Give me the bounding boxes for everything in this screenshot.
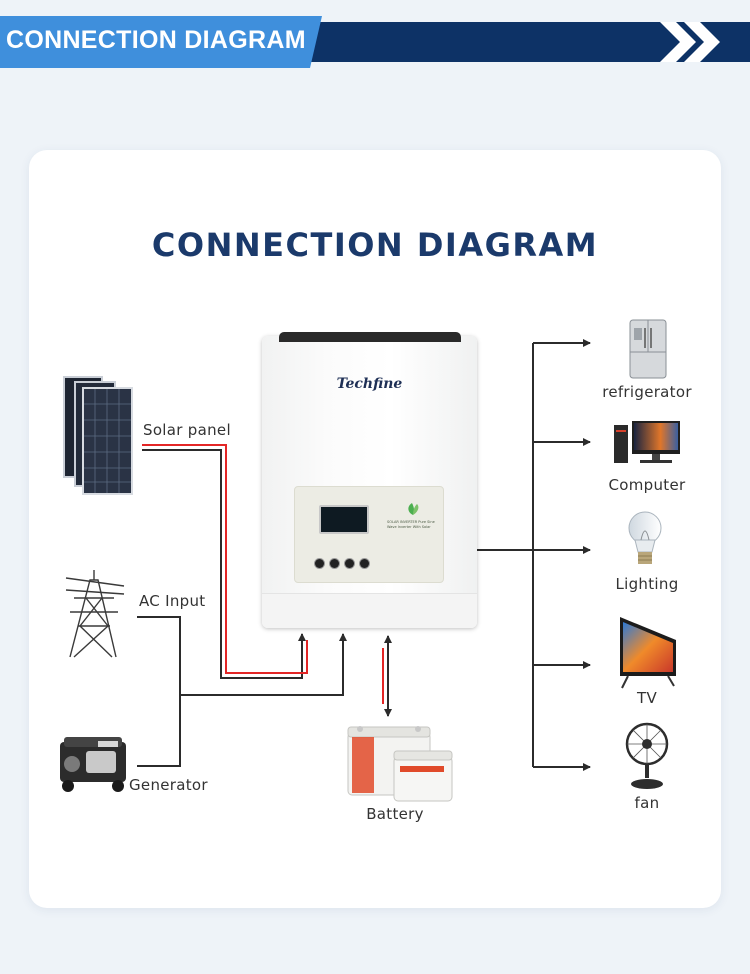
lighting-label: Lighting (615, 575, 679, 593)
inverter-base (262, 593, 477, 628)
inverter-button-esc (315, 559, 324, 568)
transmission-tower-icon (65, 570, 125, 658)
computer-icon (614, 421, 680, 463)
inverter-control-panel: SOLAR INVERTER Pure Sine Wave Inverter W… (294, 486, 444, 583)
ac-generator-wire (137, 616, 347, 767)
inverter-lcd (319, 505, 369, 534)
banner-title: CONNECTION DIAGRAM (6, 26, 306, 54)
solar-wire (142, 444, 308, 679)
refrigerator-label: refrigerator (602, 383, 692, 401)
leaf-icon (408, 503, 419, 515)
inverter-unit: Techfine SOLAR INVERTER Pure Sine Wave I… (262, 332, 477, 628)
solar-panel-icon (63, 376, 133, 495)
inverter-button-down (345, 559, 354, 568)
tv-icon (620, 617, 676, 689)
light-bulb-icon (628, 511, 662, 564)
inverter-button-enter (360, 559, 369, 568)
inverter-panel-tag: SOLAR INVERTER Pure Sine Wave Inverter W… (387, 520, 435, 529)
output-wires (477, 339, 591, 771)
inverter-brand: Techfine (336, 376, 403, 392)
header-banner (0, 16, 750, 68)
fan-icon (625, 722, 669, 789)
battery-icon (347, 726, 453, 802)
diagram-title: CONNECTION DIAGRAM (151, 226, 599, 264)
ac-input-label: AC Input (139, 592, 206, 610)
fan-label: fan (634, 794, 660, 812)
generator-label: Generator (129, 776, 208, 794)
tv-label: TV (636, 689, 658, 707)
chevron-arrows-icon (660, 22, 720, 62)
generator-icon (60, 737, 126, 792)
solar-panel-label: Solar panel (143, 421, 231, 439)
inverter-button-up (330, 559, 339, 568)
computer-label: Computer (608, 476, 686, 494)
battery-wire (382, 635, 392, 717)
battery-label: Battery (366, 805, 424, 823)
refrigerator-icon (629, 319, 667, 379)
inverter-heatsink (279, 332, 461, 342)
